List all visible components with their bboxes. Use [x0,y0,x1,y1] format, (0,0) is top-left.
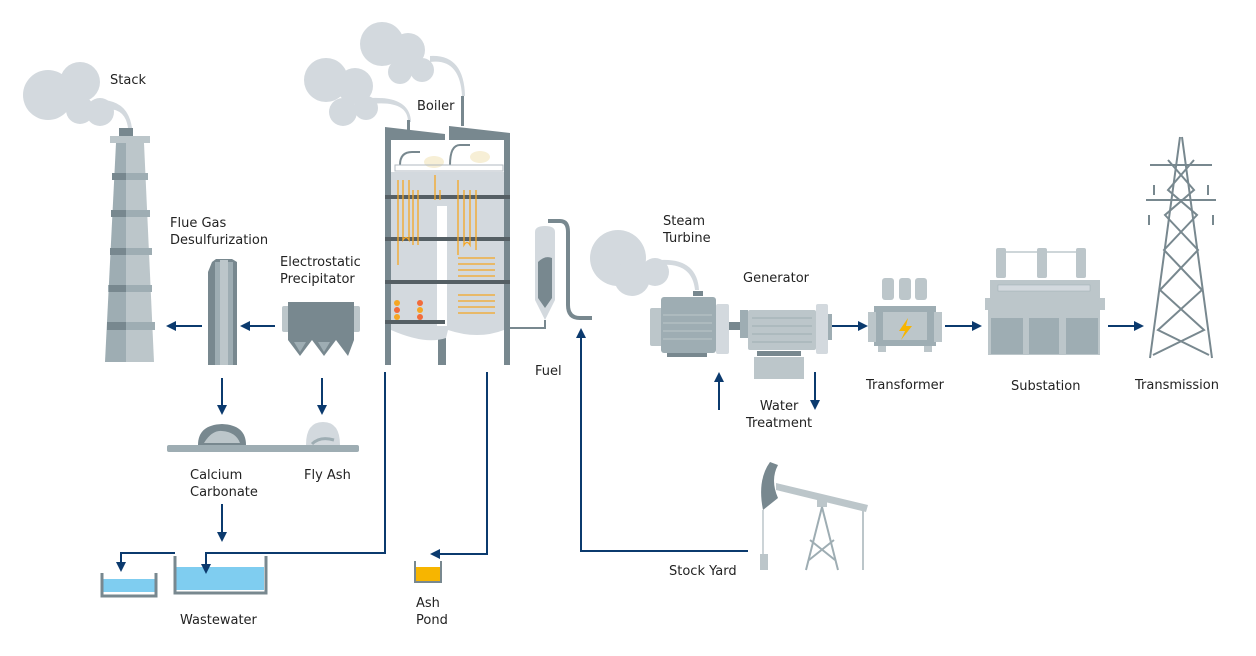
byproduct-platform [167,422,359,452]
fuel-silo-icon [510,219,592,329]
label-water-treatment: Water Treatment [746,399,813,431]
substation-icon [985,248,1105,355]
arrow-wastewater-to-secondary [116,552,175,572]
turbine-smoke [590,230,699,296]
label-boiler: Boiler [417,99,455,114]
label-ash-pond: Ash Pond [416,596,448,628]
label-generator: Generator [743,271,810,286]
boiler-smoke-left [304,58,411,126]
label-substation: Substation [1011,379,1081,394]
transmission-tower-icon [1146,136,1216,359]
boiler-icon [385,96,510,365]
arrow-stockyard-to-fuel [576,328,748,552]
burner-flames [394,300,423,320]
stack-smoke [23,62,132,128]
pump-jack-icon [760,462,868,571]
flue-gas-desulfurization-icon [208,259,237,365]
boiler-smoke-right [360,22,465,96]
label-stock-yard: Stock Yard [669,564,737,579]
flow-arrows [116,321,1144,574]
wastewater-tank-secondary [100,573,158,598]
label-fuel: Fuel [535,364,562,379]
transformer-icon [868,278,942,352]
wastewater-tank-main [173,556,268,595]
label-stack: Stack [110,73,146,88]
electrostatic-precipitator-icon [282,302,360,356]
steam-turbine-icon [650,291,741,357]
label-transmission: Transmission [1135,378,1219,393]
label-steam-turbine: Steam Turbine [663,214,711,246]
label-calcium-carbonate: Calcium Carbonate [190,468,258,500]
label-electrostatic-precipitator: Electrostatic Precipitator [280,255,361,287]
label-transformer: Transformer [866,378,945,393]
label-flue-gas-desulfurization: Flue Gas Desulfurization [170,216,269,248]
label-fly-ash: Fly Ash [304,468,351,483]
arrow-boiler-to-ashpond [430,372,488,559]
arrow-boiler-to-wastewater [201,372,386,574]
generator-icon [740,304,832,379]
stack-icon [105,128,155,362]
label-wastewater: Wastewater [180,613,257,628]
ash-pond-icon [414,561,442,583]
